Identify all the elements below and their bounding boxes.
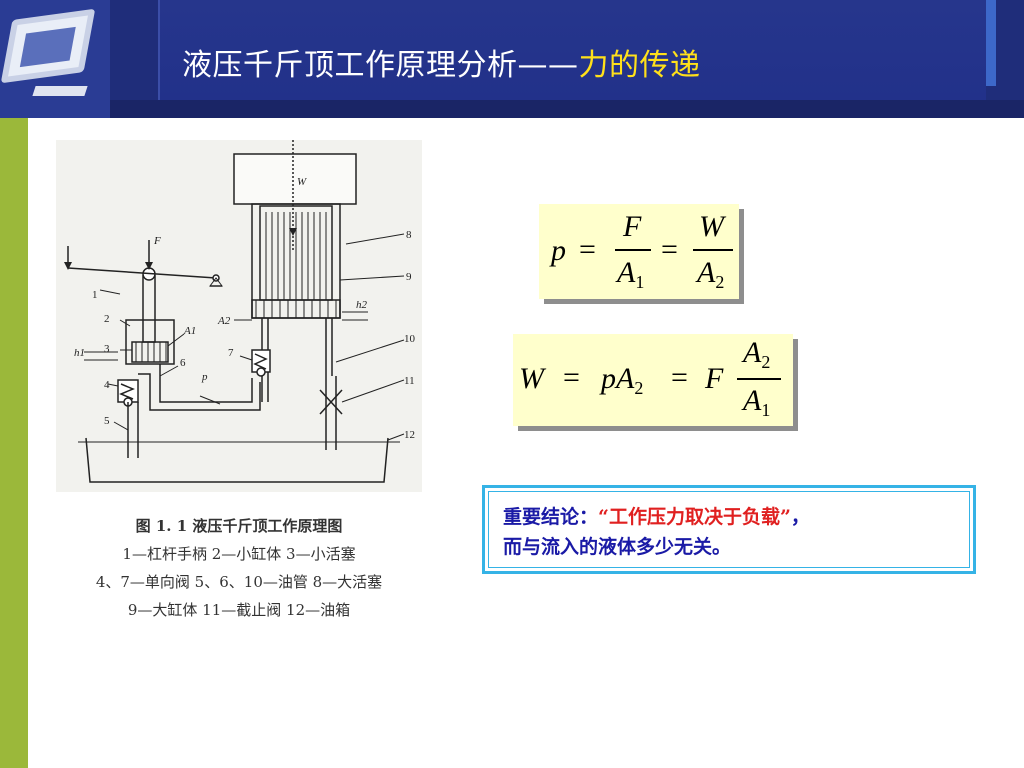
load-block [233, 153, 357, 205]
figure-caption: 图 1. 1 液压千斤顶工作原理图 1—杠杆手柄 2—小缸体 3—小活塞 4、7… [56, 512, 422, 624]
formula2-den: A1 [743, 384, 771, 420]
conclusion-prefix: 重要结论： [503, 506, 599, 528]
label-a1: A1 [183, 325, 196, 337]
label-9: 9 [406, 271, 412, 283]
label-6: 6 [180, 357, 186, 369]
formula1-fraction-bar-1 [615, 249, 651, 251]
hydraulic-jack-diagram: W F A1 A2 h1 h2 p 1 2 3 4 5 6 7 8 9 10 1… [56, 140, 422, 492]
conclusion-line-1: 重要结论：“工作压力取决于负载”， [503, 502, 955, 532]
slide-title: 液压千斤顶工作原理分析——力的传递 [182, 40, 701, 84]
label-11: 11 [404, 375, 415, 387]
conclusion-line-2: 而与流入的液体多少无关。 [503, 536, 732, 558]
header-bar: 液压千斤顶工作原理分析——力的传递 [0, 0, 1024, 118]
title-panel [158, 0, 986, 100]
formula1-eq-1: = [579, 233, 596, 266]
label-w: W [297, 176, 307, 188]
label-3: 3 [104, 343, 110, 355]
formula2-eq-2: = [671, 361, 688, 394]
figure-caption-line-1: 1—杠杆手柄 2—小缸体 3—小活塞 [122, 545, 356, 563]
label-1: 1 [92, 289, 98, 301]
load-formula: W = pA2 = F A2 A1 [513, 334, 793, 426]
formula2-eq-1: = [563, 361, 580, 394]
slide-title-accent: 力的传递 [578, 48, 701, 83]
formula1-num-1: F [623, 210, 642, 243]
formula1-eq-2: = [661, 233, 678, 266]
conclusion-quote: “工作压力取决于负载” [598, 506, 791, 528]
conclusion-box: 重要结论：“工作压力取决于负载”， 而与流入的液体多少无关。 [482, 485, 976, 574]
formula1-den-1: A1 [617, 256, 645, 292]
label-f: F [153, 235, 161, 247]
formula2-fraction-bar [737, 378, 781, 380]
left-sidebar-bar [0, 118, 28, 768]
conclusion-comma: ， [790, 506, 810, 528]
formula2-num: A2 [743, 336, 771, 372]
formula2-f: F [705, 362, 724, 395]
figure-caption-line-2: 4、7—单向阀 5、6、10—油管 8—大活塞 [95, 573, 383, 591]
label-10: 10 [404, 333, 416, 345]
title-accent-bar [986, 0, 996, 86]
computer-logo-icon [0, 0, 110, 118]
formula2-lhs: W [519, 362, 544, 395]
label-5: 5 [104, 415, 110, 427]
label-12: 12 [404, 429, 415, 441]
label-h2: h2 [356, 299, 368, 311]
formula1-num-2: W [699, 210, 724, 243]
pressure-formula: p = F A1 = W A2 [539, 204, 739, 299]
label-8: 8 [406, 229, 412, 241]
formula1-den-2: A2 [697, 256, 725, 292]
label-2: 2 [104, 313, 110, 325]
figure-caption-line-3: 9—大缸体 11—截止阀 12—油箱 [127, 601, 351, 619]
label-7: 7 [228, 347, 234, 359]
label-p: p [201, 371, 208, 383]
label-4: 4 [104, 379, 110, 391]
label-a2: A2 [217, 315, 231, 327]
conclusion-text: 重要结论：“工作压力取决于负载”， 而与流入的液体多少无关。 [488, 491, 970, 568]
figure-caption-title: 图 1. 1 液压千斤顶工作原理图 [135, 517, 343, 535]
header-shadow-band [0, 100, 1024, 118]
formula2-mid: pA2 [601, 362, 644, 398]
formula1-fraction-bar-2 [693, 249, 733, 251]
formula1-lhs: p [551, 234, 566, 267]
label-h1: h1 [74, 347, 85, 359]
slide-title-main: 液压千斤顶工作原理分析—— [182, 48, 579, 83]
